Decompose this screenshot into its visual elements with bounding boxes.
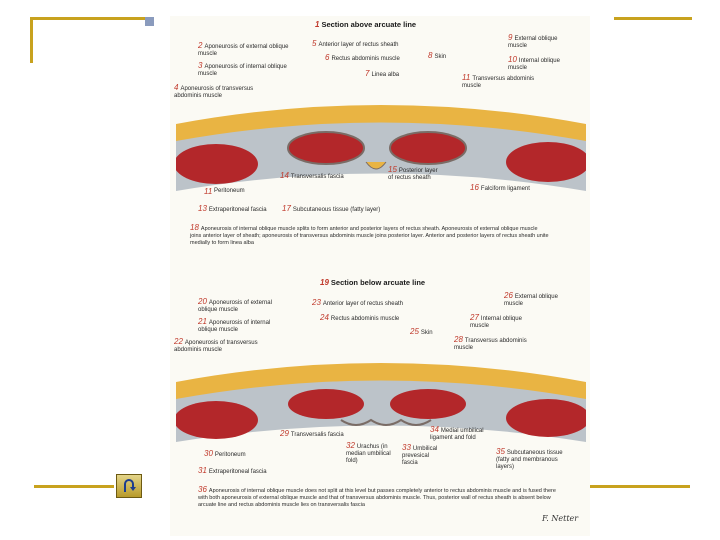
frame-square <box>145 17 154 26</box>
back-button[interactable] <box>116 474 142 498</box>
frame-line-bottom-right <box>590 485 690 488</box>
top-cross-section <box>176 105 586 191</box>
frame-line-bottom-left <box>34 485 114 488</box>
bottom-cross-section <box>176 363 586 442</box>
frame-line-left <box>30 17 33 63</box>
frame-line-top-right <box>614 17 692 20</box>
artist-signature: F. Netter <box>542 514 579 523</box>
label-peritoneum-top: Peritoneum <box>214 188 245 194</box>
frame-line-top-left <box>30 17 145 20</box>
label-12: 11 <box>204 187 213 196</box>
u-turn-arrow-icon <box>124 479 136 492</box>
